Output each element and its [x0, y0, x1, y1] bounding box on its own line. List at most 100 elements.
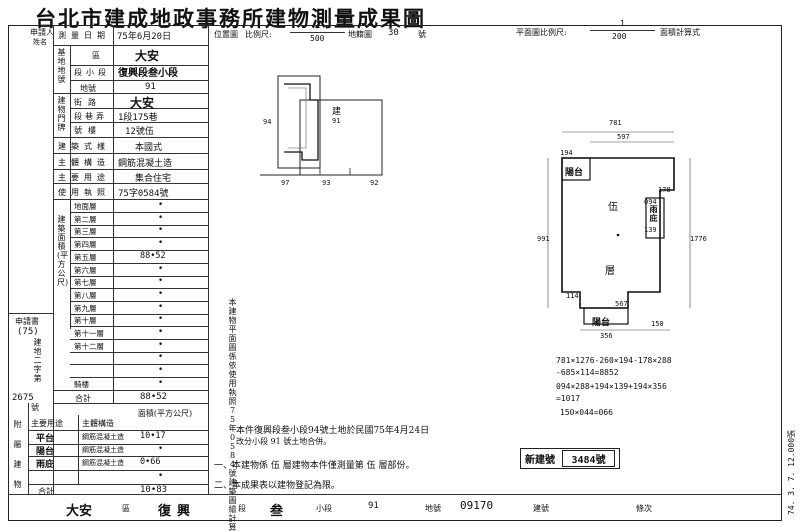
- floor-row-label: 第六層: [74, 266, 97, 275]
- grid-line: [70, 65, 208, 66]
- grid-line: [70, 108, 208, 109]
- balcony-top-outline: [561, 157, 591, 181]
- floor-row-label: 第十一層: [74, 329, 104, 338]
- floor-row-line: [70, 224, 208, 226]
- district-value: 大安: [135, 49, 160, 63]
- footer-section: 復興: [158, 504, 197, 519]
- style-value: 本國式: [135, 143, 163, 153]
- floor-row-line: [70, 325, 208, 327]
- footer-lot: 91: [368, 501, 379, 511]
- footer-district: 大安: [66, 504, 93, 519]
- map-lot-bottom-3: 92: [370, 179, 379, 187]
- floor-row-line: [70, 236, 208, 238]
- grid-line: [53, 93, 208, 94]
- plan-label-ceng: 層: [605, 266, 615, 277]
- location-lot-num: 30: [388, 28, 399, 38]
- floor-row-line: [70, 351, 208, 353]
- floor-row-value: •: [158, 365, 164, 375]
- grid-line: [53, 199, 208, 200]
- annex-total-value: 10•83: [140, 485, 168, 495]
- grid-line: [113, 25, 114, 403]
- annex-row-area: 10•17: [140, 431, 166, 441]
- map-lot-bottom-2: 93: [322, 179, 331, 187]
- annex-row-structure: 鋼筋混凝土造: [82, 433, 124, 441]
- annex-row-area: 0•66: [140, 457, 161, 467]
- application-year: (75): [17, 327, 39, 337]
- plan-label-balcony-bottom: 陽台: [592, 318, 611, 328]
- grid-line: [70, 80, 208, 81]
- floor-row-label: 第十層: [74, 316, 97, 325]
- map-lot-left: 94: [263, 118, 272, 126]
- floor-row-value: •: [158, 289, 164, 299]
- footer-section-suffix: 段: [238, 504, 246, 513]
- footer-subsection: 叁: [270, 504, 284, 519]
- section-label: 段小段: [74, 68, 110, 77]
- location-scale-num: 1: [316, 21, 321, 30]
- annex-row-use: 雨庇: [36, 460, 55, 470]
- stamp-label: 新建號: [525, 455, 555, 466]
- location-scale-label: 比例尺:: [245, 30, 272, 39]
- floor-row-value: •: [158, 314, 164, 324]
- dim-right: 1776: [690, 235, 707, 243]
- grid-line: [53, 25, 54, 494]
- annex-area-header: 面積(平方公尺): [137, 409, 193, 418]
- floor-row-label: 第八層: [74, 291, 97, 300]
- floors-total-value: 88•52: [140, 392, 168, 402]
- dim-top: 781: [609, 119, 622, 127]
- application-type: 建地二字第: [33, 338, 42, 383]
- use-label: 主要用途: [58, 173, 110, 182]
- footer-lot-suffix: 地號: [425, 504, 441, 513]
- floor-row-label: 第二層: [74, 215, 97, 224]
- footer-copy-label: 條次: [636, 504, 652, 513]
- center-mark: [616, 233, 620, 237]
- formula-line-1: 781×1276-260×194-178×288: [556, 356, 672, 365]
- floor-row-line: [70, 211, 208, 213]
- floor-row-line: [70, 275, 208, 277]
- floors-total-label: 合計: [75, 394, 91, 403]
- style-label: 建築式樣: [58, 142, 110, 151]
- floor-row-line: [70, 363, 208, 365]
- annex-row-structure: 鋼筋混凝土造: [82, 446, 124, 454]
- annex-use-header: 主要用途: [31, 419, 63, 428]
- grid-line: [53, 137, 208, 138]
- dim-b2: 178: [658, 186, 671, 194]
- survey-date-label: 測量日期: [58, 31, 110, 40]
- lane-label: 段巷弄: [74, 112, 107, 121]
- annex-row-area: •: [158, 444, 164, 454]
- floor-row-line: [70, 249, 208, 251]
- note-2: 二、本成果表以建物登記為限。: [214, 481, 341, 491]
- street-label: 街路: [74, 98, 102, 107]
- lane-value: 1段175巷: [118, 113, 158, 123]
- floor-row-value: •: [158, 340, 164, 350]
- grid-line: [53, 183, 208, 184]
- floor-row-label: 第七層: [74, 278, 97, 287]
- map-lot-bottom-1: 97: [281, 179, 290, 187]
- annex-row-area: •: [158, 471, 164, 481]
- district-label: 區: [92, 51, 100, 60]
- footer-district-suffix: 區: [122, 504, 130, 513]
- print-code-wrapper: 74. 3. 7. 12.000張: [786, 395, 798, 515]
- origin-note: 本件復興段叁小段94號土地於民國75年4月24日: [236, 426, 430, 436]
- section-value: 復興段叁小段: [118, 68, 178, 79]
- grid-line: [70, 122, 208, 123]
- new-building-number-stamp: 新建號 3484號: [520, 448, 620, 469]
- license-value: 75字0584號: [118, 189, 169, 199]
- formula-line-5: 150×044=066: [560, 408, 613, 417]
- formula-line-2: -685×114=8852: [556, 368, 619, 377]
- balcony-bottom-outline: [583, 307, 629, 325]
- dim-b5: 356: [600, 332, 613, 340]
- dim-left: 991: [537, 235, 550, 243]
- annex-row-use: 平台: [36, 434, 55, 444]
- annex-row-use: 陽台: [36, 447, 55, 457]
- grid-line: [53, 153, 208, 154]
- dim-b4: 114: [566, 292, 579, 300]
- dim-b3: 567: [615, 300, 628, 308]
- floor-row-value: •: [158, 352, 164, 362]
- grid-line: [28, 403, 29, 494]
- annex-structure-header: 主體構造: [82, 419, 114, 428]
- footer-building-suffix: 建號: [533, 504, 549, 513]
- application-number: 2675: [12, 393, 34, 403]
- grid-line: [78, 415, 79, 485]
- plan-label-balcony-top: 陽台: [565, 168, 584, 178]
- grid-line: [53, 169, 208, 170]
